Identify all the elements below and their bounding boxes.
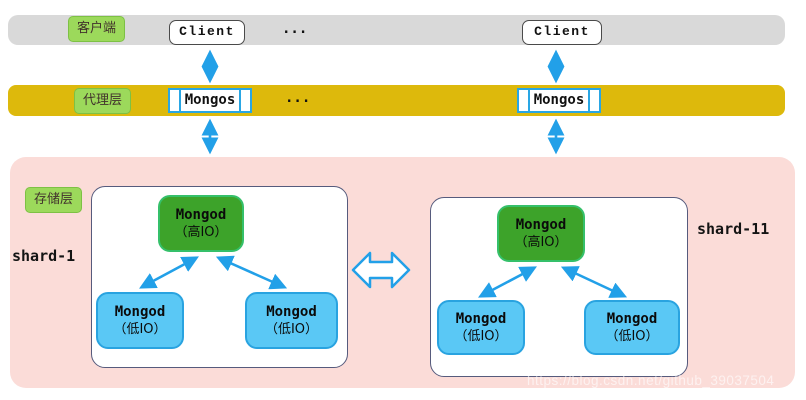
shard1-secondary-mongod-1: Mongod （低IO） (96, 292, 184, 349)
node-title: Mongod (114, 303, 166, 320)
mongos-node-2: Mongos (517, 88, 601, 113)
proxy-layer-bar (8, 85, 785, 116)
mongos-node-1: Mongos (168, 88, 252, 113)
client-layer-bar (8, 15, 785, 45)
shard1-primary-mongod: Mongod （高IO） (158, 195, 244, 252)
node-subtitle: （高IO） (514, 234, 568, 250)
shard11-primary-mongod: Mongod （高IO） (497, 205, 585, 262)
mongos-right-cell (241, 90, 250, 111)
node-title: Mongod (266, 303, 317, 320)
mongos-right-cell (590, 90, 599, 111)
node-subtitle: （低IO） (113, 321, 167, 337)
shard-1-name: shard-1 (12, 247, 76, 265)
node-subtitle: （低IO） (264, 321, 319, 337)
node-title: Mongod (515, 216, 567, 233)
node-subtitle: （低IO） (605, 328, 659, 344)
mongos-ellipsis: ... (285, 90, 311, 106)
mongos-label: Mongos (528, 90, 590, 111)
shard11-secondary-mongod-2: Mongod （低IO） (584, 300, 680, 355)
client-layer-label: 客户端 (68, 16, 126, 42)
shard-11-name: shard-11 (697, 220, 770, 238)
node-title: Mongod (606, 310, 658, 327)
watermark-text: https://blog.csdn.net/github_39037504 (527, 373, 775, 388)
shard1-secondary-mongod-2: Mongod （低IO） (245, 292, 338, 349)
node-title: Mongod (455, 310, 507, 327)
proxy-layer-label: 代理层 (74, 88, 132, 114)
mongos-left-cell (519, 90, 528, 111)
storage-layer-label: 存储层 (25, 187, 83, 213)
node-subtitle: （低IO） (454, 328, 508, 344)
node-subtitle: （高IO） (174, 224, 228, 240)
shard11-secondary-mongod-1: Mongod （低IO） (437, 300, 525, 355)
client-ellipsis: ... (282, 21, 308, 37)
client-node-2: Client (522, 20, 602, 45)
mongos-label: Mongos (179, 90, 241, 111)
mongos-left-cell (170, 90, 179, 111)
client-node-1: Client (169, 20, 245, 45)
node-title: Mongod (175, 206, 227, 223)
